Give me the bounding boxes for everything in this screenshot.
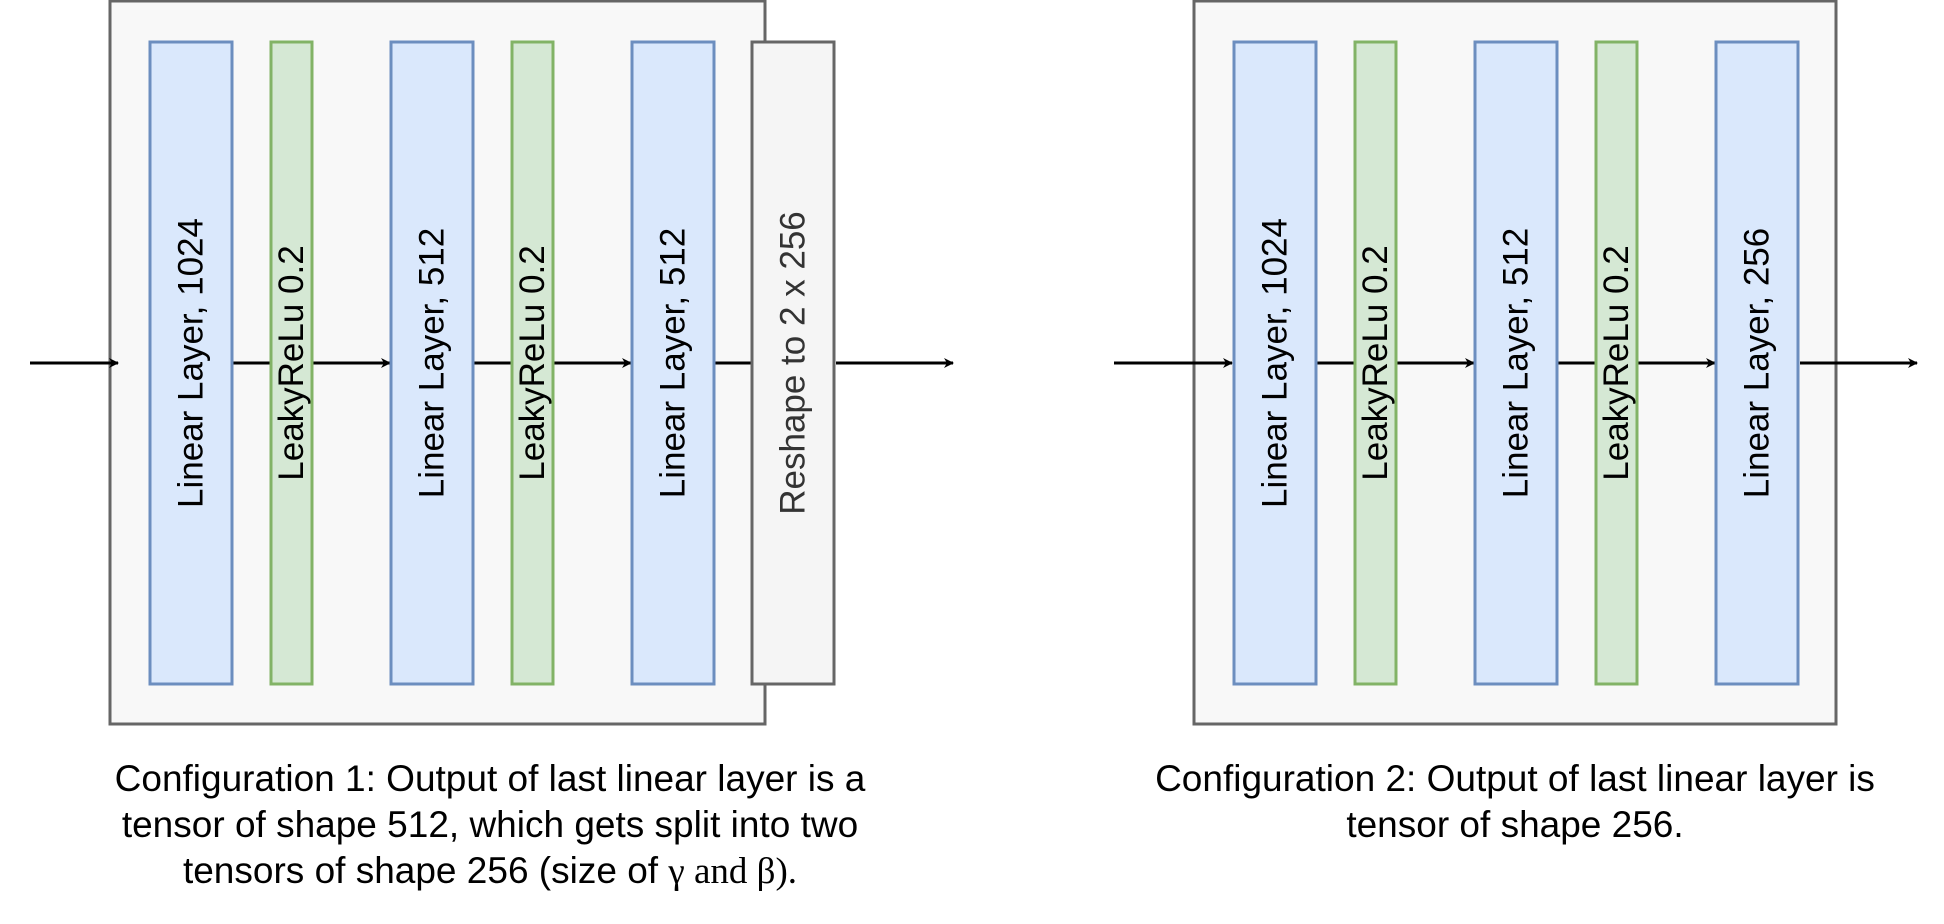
linear-layer-block: Linear Layer, 1024 [1232,40,1318,686]
leaky-relu-block-rect [1594,40,1639,686]
config-1-diagram: Linear Layer, 1024 LeakyReLu 0.2 Linear La… [30,0,954,726]
linear-layer-block-label: Linear Layer, 512 [413,228,452,498]
linear-layer-block-label: Linear Layer, 512 [1497,228,1536,498]
caption-line: tensor of shape 256. [1346,804,1684,845]
linear-layer-block-label: Linear Layer, 512 [654,228,693,498]
leaky-relu-block: LeakyReLu 0.2 [510,40,555,686]
linear-layer-block-rect [630,40,716,686]
caption-line: Configuration 2: Output of last linear l… [1155,758,1875,799]
caption-text: tensors of shape 256 (size of [182,850,669,891]
linear-layer-block-rect [1473,40,1559,686]
caption-line: tensors of shape 256 (size of γ and β). [40,848,940,895]
caption-line: tensor of shape 512, which gets split in… [121,804,859,845]
linear-layer-block-label: Linear Layer, 1024 [172,218,211,508]
leaky-relu-block: LeakyReLu 0.2 [1594,40,1639,686]
configuration-2-caption: Configuration 2: Output of last linear l… [1090,756,1940,848]
leaky-relu-block-rect [510,40,555,686]
linear-layer-block-rect [1714,40,1800,686]
reshape-block-label: Reshape to 2 x 256 [774,211,813,515]
leaky-relu-block: LeakyReLu 0.2 [269,40,314,686]
gamma-symbol: γ [668,851,685,892]
reshape-block: Reshape to 2 x 256 [750,40,836,686]
reshape-block-rect [750,40,836,686]
linear-layer-block-label: Linear Layer, 256 [1738,228,1777,498]
linear-layer-block: Linear Layer, 512 [1473,40,1559,686]
leaky-relu-block: LeakyReLu 0.2 [1353,40,1398,686]
config-2-diagram: Linear Layer, 1024 LeakyReLu 0.2 Linear La… [1114,0,1918,726]
linear-layer-block: Linear Layer, 512 [630,40,716,686]
leaky-relu-block-label: LeakyReLu 0.2 [513,245,552,480]
linear-layer-block-rect [148,40,234,686]
beta-symbol: β [756,851,776,892]
caption-line: Configuration 1: Output of last linear l… [114,758,866,799]
caption-text: and [684,851,757,892]
linear-layer-block-rect [1232,40,1318,686]
linear-layer-block: Linear Layer, 1024 [148,40,234,686]
linear-layer-block-label: Linear Layer, 1024 [1256,218,1295,508]
linear-layer-block: Linear Layer, 256 [1714,40,1800,686]
caption-text: ). [775,851,798,892]
linear-layer-block-rect [389,40,475,686]
leaky-relu-block-label: LeakyReLu 0.2 [1597,245,1636,480]
leaky-relu-block-rect [269,40,314,686]
leaky-relu-block-rect [1353,40,1398,686]
leaky-relu-block-label: LeakyReLu 0.2 [272,245,311,480]
linear-layer-block: Linear Layer, 512 [389,40,475,686]
leaky-relu-block-label: LeakyReLu 0.2 [1356,245,1395,480]
configuration-1-caption: Configuration 1: Output of last linear l… [40,756,940,895]
